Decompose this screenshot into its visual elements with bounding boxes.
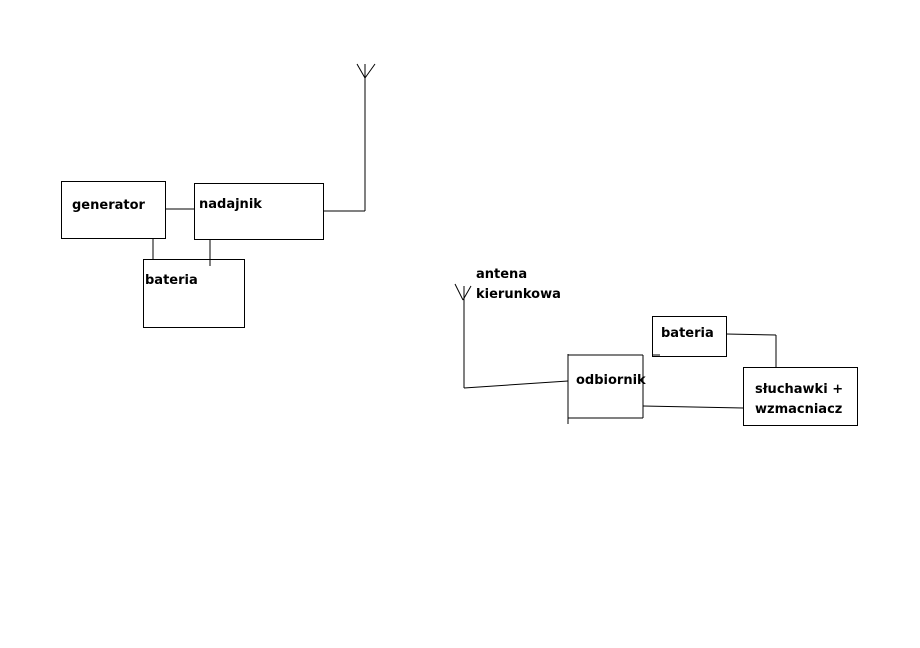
generator-box: [61, 181, 166, 239]
sluchawki-wzmacniacz-box: [743, 367, 858, 426]
sluchawki-label-line1: słuchawki +: [755, 382, 843, 397]
wire-odbiornik-sluchawki: [642, 405, 744, 409]
odbiornik-box: [567, 354, 644, 424]
nadajnik-box: [194, 183, 324, 240]
receiver-bateria-label: bateria: [661, 326, 714, 341]
antena-label-line2: kierunkowa: [476, 287, 561, 302]
odbiornik-label: odbiornik: [576, 373, 646, 388]
directional-antenna-icon: [454, 283, 472, 388]
receiver-bateria-box: [652, 316, 727, 357]
wire-antenna-odbiornik: [463, 380, 569, 389]
receiver-group: antena kierunkowa odbiornik bateria słuc…: [454, 267, 858, 426]
nadajnik-label: nadajnik: [199, 197, 262, 212]
transmitter-bateria-label: bateria: [145, 273, 198, 288]
generator-label: generator: [72, 198, 146, 213]
transmitter-antenna-icon: [356, 63, 376, 211]
transmitter-group: generator nadajnik bateria: [61, 63, 376, 328]
sluchawki-label-line2: wzmacniacz: [755, 402, 842, 417]
antena-label-line1: antena: [476, 267, 527, 282]
transmitter-bateria-box: [143, 259, 245, 328]
wire-bateria-sluchawki: [725, 333, 777, 367]
